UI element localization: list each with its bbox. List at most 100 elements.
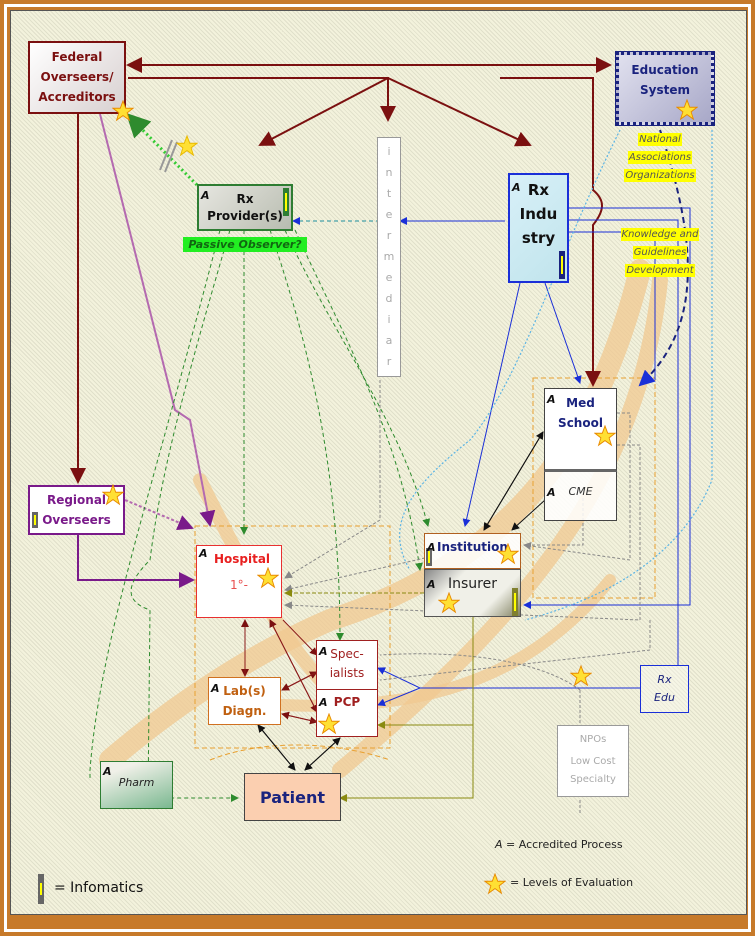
intermediary-letter: d xyxy=(385,292,393,305)
accredited-mark: A xyxy=(547,486,556,499)
specialists-label-2: ialists xyxy=(329,666,365,680)
intermediary-letter: t xyxy=(386,187,392,200)
knowledge-guidelines-label: Knowledge and Guidelines Development xyxy=(616,223,704,277)
specialists-label-1: Spec- xyxy=(330,647,364,661)
intermediary-letter: m xyxy=(383,250,395,263)
rx-edu-label-1: Rx xyxy=(657,673,672,686)
accredited-symbol: A xyxy=(495,838,503,851)
regional-label-1: Regional xyxy=(46,493,107,507)
infomatics-icon xyxy=(559,251,565,279)
education-system-box[interactable]: Education System xyxy=(615,51,715,126)
accredited-mark: A xyxy=(211,682,220,695)
national-associations-label: National Associations Organizations xyxy=(620,128,700,182)
star-icon xyxy=(176,135,198,157)
infomatics-legend-text: = Infomatics xyxy=(54,880,144,896)
accredited-legend-text: = Accredited Process xyxy=(506,838,623,851)
intermediary-letter: n xyxy=(385,166,393,179)
star-icon xyxy=(438,592,460,614)
rx-provider-label-2: Provider(s) xyxy=(207,209,283,223)
education-label-2: System xyxy=(640,83,690,97)
labs-label-2: Diagn. xyxy=(222,704,267,718)
rx-edu-box[interactable]: Rx Edu xyxy=(640,665,689,713)
legend-infomatics: = Infomatics xyxy=(54,880,214,896)
accredited-mark: A xyxy=(199,547,208,560)
rx-provider-label-1: Rx xyxy=(236,192,254,206)
passive-observer-label: Passive Observer? xyxy=(183,237,307,252)
med-school-label-2: School xyxy=(558,416,603,430)
star-icon xyxy=(594,425,616,447)
rx-industry-label-1: Rx xyxy=(527,181,550,199)
star-icon xyxy=(676,99,698,121)
institution-label: Institution xyxy=(437,540,508,554)
patient-label: Patient xyxy=(259,788,326,807)
federal-label-1: Federal xyxy=(51,50,103,64)
star-icon xyxy=(112,100,134,122)
hospital-label: Hospital xyxy=(213,552,271,566)
npos-label: NPOs xyxy=(579,734,607,745)
accredited-mark: A xyxy=(547,393,556,406)
accredited-mark: A xyxy=(427,541,436,554)
care-group-outline xyxy=(194,525,391,749)
labs-label-1: Lab(s) xyxy=(223,684,266,698)
cme-box[interactable]: A CME xyxy=(544,472,617,521)
national-label-1: National xyxy=(638,133,682,146)
labs-diagnostics-box[interactable]: A Lab(s) Diagn. xyxy=(208,677,281,725)
knowledge-label-2: Guidelines xyxy=(632,246,688,259)
regional-label-2: Overseers xyxy=(42,513,111,527)
national-label-3: Organizations xyxy=(624,169,696,182)
intermediary-letter: r xyxy=(386,355,392,368)
accredited-mark: A xyxy=(319,645,328,658)
accredited-mark: A xyxy=(512,181,521,194)
intermediary-letter: e xyxy=(385,208,393,221)
federal-label-2: Overseers/ xyxy=(40,70,114,84)
pcp-label: PCP xyxy=(333,695,361,709)
intermediary-letter: e xyxy=(385,271,393,284)
star-icon xyxy=(257,567,279,589)
legend-accredited: A = Accredited Process xyxy=(495,838,655,851)
star-icon xyxy=(497,543,519,565)
accredited-mark: A xyxy=(319,696,328,709)
legend-stars: = Levels of Evaluation xyxy=(510,876,670,889)
rx-edu-label-2: Edu xyxy=(654,691,675,704)
med-school-label-1: Med xyxy=(566,396,595,410)
pharm-label: Pharm xyxy=(118,776,155,789)
federal-label-3: Accreditors xyxy=(38,90,116,104)
rx-industry-label-2: Indu xyxy=(519,205,558,223)
hospital-box[interactable]: A Hospital 1°- xyxy=(196,545,282,618)
accredited-mark: A xyxy=(427,578,436,591)
passive-observer-text: Passive Observer? xyxy=(188,238,302,251)
national-label-2: Associations xyxy=(627,151,693,164)
infomatics-legend-icon xyxy=(38,874,44,904)
rx-industry-box[interactable]: A Rx Indu stry xyxy=(508,173,569,283)
intermediary-letter: i xyxy=(387,145,391,158)
accredited-mark: A xyxy=(103,765,112,778)
education-label-1: Education xyxy=(631,63,699,77)
knowledge-label-1: Knowledge and xyxy=(620,228,700,241)
specialists-box[interactable]: A Spec- ialists xyxy=(316,640,378,690)
npos-box[interactable]: NPOs Low Cost Specialty xyxy=(557,725,629,797)
pharm-box[interactable]: A Pharm xyxy=(100,761,173,809)
infomatics-icon xyxy=(426,548,432,566)
rx-provider-box[interactable]: A Rx Provider(s) xyxy=(197,184,293,231)
accredited-mark: A xyxy=(201,189,210,202)
patient-box[interactable]: Patient xyxy=(244,773,341,821)
intermediary-letter: a xyxy=(385,334,393,347)
stars-legend-text: = Levels of Evaluation xyxy=(510,876,634,889)
star-icon xyxy=(318,713,340,735)
knowledge-label-3: Development xyxy=(625,264,695,277)
infomatics-icon xyxy=(283,188,289,216)
infomatics-icon xyxy=(512,588,518,616)
federal-overseers-box[interactable]: Federal Overseers/ Accreditors xyxy=(28,41,126,114)
intermediary-letter: i xyxy=(387,313,391,326)
star-icon xyxy=(570,665,592,687)
star-icon xyxy=(102,484,124,506)
insurer-box[interactable]: A Insurer xyxy=(424,569,521,617)
intermediary-letter: r xyxy=(386,229,392,242)
rx-industry-label-3: stry xyxy=(521,229,556,247)
npos-label-2: Low Cost xyxy=(570,756,616,767)
star-icon xyxy=(484,873,506,895)
cme-label: CME xyxy=(568,485,593,498)
